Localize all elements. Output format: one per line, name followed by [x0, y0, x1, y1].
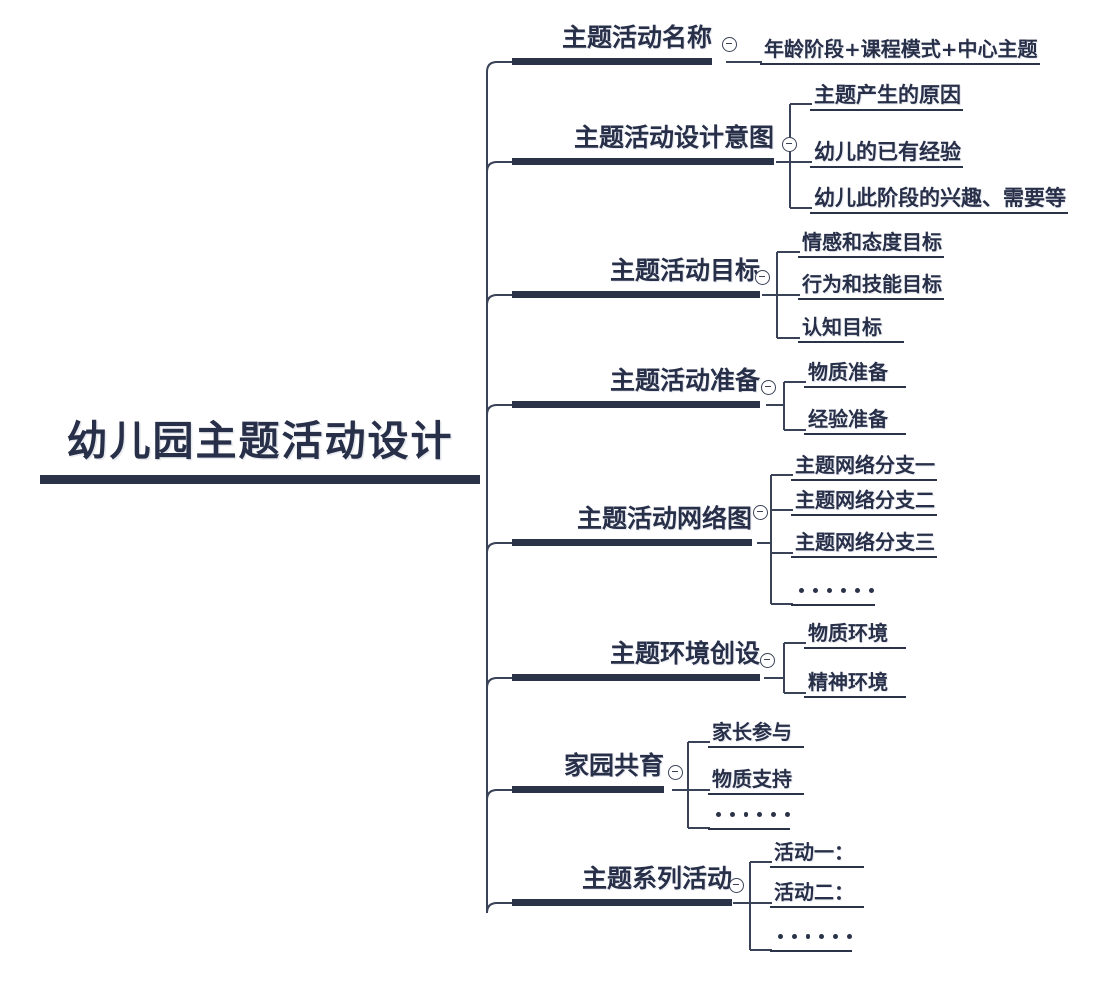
collapse-circle-icon-5[interactable] — [753, 505, 768, 520]
collapse-circle-icon-1[interactable] — [722, 37, 737, 52]
collapse-circle-icon-7[interactable] — [668, 765, 683, 780]
leaf-node-8-2[interactable]: 活动二： — [770, 880, 864, 909]
leaf-label-4-1: 物质准备 — [808, 360, 888, 384]
branch-node-4[interactable]: 主题活动准备 — [512, 367, 760, 408]
root-node[interactable]: 幼儿园主题活动设计 — [40, 417, 480, 485]
branch-label-2: 主题活动设计意图 — [573, 123, 774, 152]
leaf-node-6-2[interactable]: 精神环境 — [804, 670, 906, 699]
leaf-node-2-2[interactable]: 幼儿的已有经验 — [810, 139, 963, 169]
leaf-underline-4-2 — [804, 433, 906, 436]
leaf-underline-7-1 — [708, 746, 804, 749]
branch-underline-5 — [512, 538, 752, 546]
leaf-label-2-2: 幼儿的已有经验 — [814, 139, 961, 164]
leaf-node-2-3[interactable]: 幼儿此阶段的兴趣、需要等 — [810, 185, 1068, 215]
leaf-underline-3-2 — [798, 298, 944, 301]
leaf-label-6-2: 精神环境 — [808, 670, 888, 694]
leaf-label-3-2: 行为和技能目标 — [802, 272, 942, 296]
leaf-node-1-1[interactable]: 年龄阶段+课程模式+中心主题 — [760, 37, 1040, 66]
leaf-node-7-1[interactable]: 家长参与 — [708, 720, 804, 749]
branch-node-7[interactable]: 家园共育 — [512, 752, 664, 793]
leaf-node-4-1[interactable]: 物质准备 — [804, 360, 906, 389]
branch-underline-2 — [512, 157, 774, 165]
branch-node-6[interactable]: 主题环境创设 — [512, 640, 760, 681]
branch-underline-7 — [512, 785, 664, 793]
branch-label-6: 主题环境创设 — [609, 639, 760, 668]
leaf-label-6-1: 物质环境 — [808, 621, 888, 645]
leaf-label-8-1: 活动一： — [774, 840, 854, 864]
ellipsis-dots-8-3 — [770, 924, 852, 948]
branch-node-8[interactable]: 主题系列活动 — [512, 865, 732, 906]
branch-node-5[interactable]: 主题活动网络图 — [512, 505, 752, 546]
leaf-node-8-1[interactable]: 活动一： — [770, 840, 864, 869]
root-label: 幼儿园主题活动设计 — [66, 417, 454, 465]
branch-underline-1 — [512, 57, 712, 65]
leaf-underline-3-1 — [798, 256, 944, 259]
branch-label-3: 主题活动目标 — [609, 256, 760, 285]
branch-underline-4 — [512, 400, 760, 408]
branch-underline-3 — [512, 290, 760, 298]
branch-node-1[interactable]: 主题活动名称 — [512, 24, 712, 65]
ellipsis-dots-5-4 — [791, 578, 875, 602]
leaf-underline-2-2 — [810, 166, 963, 169]
branch-label-7: 家园共育 — [563, 751, 664, 780]
branch-underline-8 — [512, 898, 732, 906]
branch-node-3[interactable]: 主题活动目标 — [512, 257, 760, 298]
leaf-underline-8-3 — [770, 950, 852, 953]
leaf-label-5-1: 主题网络分支一 — [795, 453, 935, 477]
leaf-underline-3-3 — [798, 341, 904, 344]
collapse-circle-icon-3[interactable] — [755, 270, 770, 285]
leaf-label-7-1: 家长参与 — [712, 720, 792, 744]
leaf-label-2-1: 主题产生的原因 — [814, 82, 961, 107]
leaf-label-8-2: 活动二： — [774, 880, 854, 904]
leaf-label-1-1: 年龄阶段+课程模式+中心主题 — [764, 37, 1038, 61]
leaf-underline-5-2 — [791, 514, 937, 517]
leaf-label-7-2: 物质支持 — [712, 767, 792, 791]
branch-label-1: 主题活动名称 — [561, 23, 712, 52]
leaf-node-4-2[interactable]: 经验准备 — [804, 407, 906, 436]
leaf-underline-8-1 — [770, 866, 864, 869]
leaf-label-2-3: 幼儿此阶段的兴趣、需要等 — [814, 185, 1066, 210]
branch-underline-6 — [512, 673, 760, 681]
leaf-underline-6-2 — [804, 696, 906, 699]
leaf-underline-5-1 — [791, 479, 937, 482]
leaf-node-5-1[interactable]: 主题网络分支一 — [791, 453, 937, 482]
leaf-node-7-2[interactable]: 物质支持 — [708, 767, 804, 796]
leaf-underline-7-3 — [708, 828, 790, 831]
leaf-node-5-2[interactable]: 主题网络分支二 — [791, 488, 937, 517]
leaf-label-3-1: 情感和态度目标 — [802, 230, 942, 254]
leaf-label-5-2: 主题网络分支二 — [795, 488, 935, 512]
leaf-underline-5-3 — [791, 556, 937, 559]
leaf-node-5-4[interactable] — [791, 578, 875, 607]
branch-label-8: 主题系列活动 — [581, 864, 732, 893]
leaf-label-4-2: 经验准备 — [808, 407, 888, 431]
collapse-circle-icon-4[interactable] — [761, 380, 776, 395]
leaf-underline-2-1 — [810, 109, 963, 112]
leaf-underline-2-3 — [810, 212, 1068, 215]
leaf-node-3-2[interactable]: 行为和技能目标 — [798, 272, 944, 301]
leaf-underline-5-4 — [791, 604, 875, 607]
root-underline — [40, 475, 480, 485]
leaf-node-3-1[interactable]: 情感和态度目标 — [798, 230, 944, 259]
leaf-node-5-3[interactable]: 主题网络分支三 — [791, 530, 937, 559]
leaf-node-6-1[interactable]: 物质环境 — [804, 621, 906, 650]
collapse-circle-icon-8[interactable] — [729, 878, 744, 893]
branch-node-2[interactable]: 主题活动设计意图 — [512, 124, 774, 165]
leaf-underline-4-1 — [804, 386, 906, 389]
leaf-label-5-3: 主题网络分支三 — [795, 530, 935, 554]
leaf-label-3-3: 认知目标 — [802, 315, 882, 339]
collapse-circle-icon-6[interactable] — [760, 653, 775, 668]
collapse-circle-icon-2[interactable] — [782, 137, 797, 152]
branch-label-5: 主题活动网络图 — [576, 504, 752, 533]
ellipsis-dots-7-3 — [708, 802, 790, 826]
leaf-node-7-3[interactable] — [708, 802, 790, 831]
leaf-underline-1-1 — [760, 63, 1040, 66]
leaf-underline-7-2 — [708, 793, 804, 796]
leaf-node-8-3[interactable] — [770, 924, 852, 953]
branch-label-4: 主题活动准备 — [609, 366, 760, 395]
leaf-underline-6-1 — [804, 647, 906, 650]
leaf-underline-8-2 — [770, 906, 864, 909]
leaf-node-3-3[interactable]: 认知目标 — [798, 315, 904, 344]
leaf-node-2-1[interactable]: 主题产生的原因 — [810, 82, 963, 112]
